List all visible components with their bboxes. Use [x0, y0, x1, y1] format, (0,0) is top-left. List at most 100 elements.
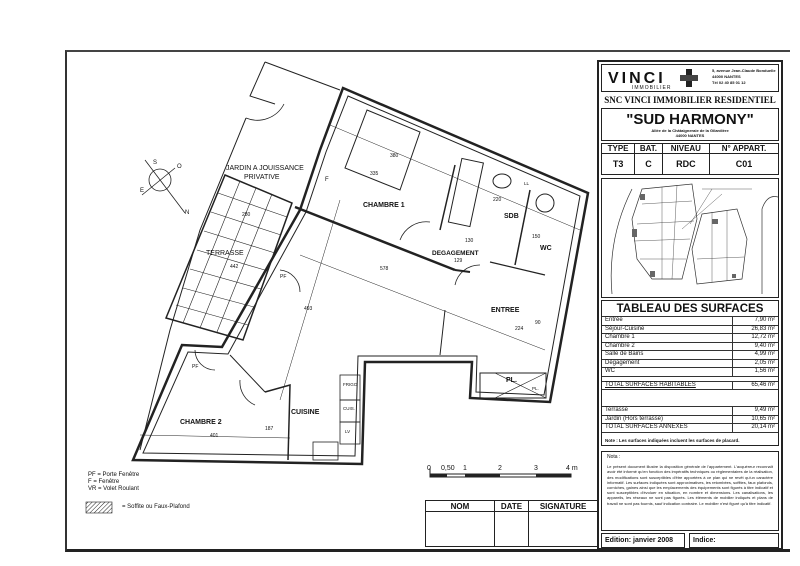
- surface-room-label: Entrée: [602, 317, 733, 325]
- header-niveau: NIVEAU: [661, 143, 711, 154]
- compass-e: E: [140, 188, 144, 194]
- address-line: Tél 02 40 85 01 12: [712, 80, 746, 85]
- value-bat: C: [634, 153, 663, 175]
- room-label-cuisine: CUISINE: [291, 409, 320, 416]
- surface-room-value: 1,56 m²: [754, 368, 775, 374]
- total-habitables-label: TOTAL SURFACES HABITABLES: [602, 381, 733, 389]
- surface-room-value: 2,05 m²: [754, 359, 775, 366]
- surface-room-value: 12,72 m²: [751, 334, 775, 340]
- surface-row: Jardin (Hors terrasse) 10,65 m²: [602, 415, 778, 424]
- surface-room-label: Jardin (Hors terrasse): [602, 415, 733, 423]
- dim-578: 578: [380, 266, 389, 272]
- surface-room-value: 26,83 m²: [751, 325, 775, 332]
- label-cuisson: CUIS.: [343, 406, 355, 411]
- floor-plan: S O E N JARDIN A JOUISSANCE PRIVATIVE TE…: [85, 61, 590, 514]
- note-text: Le présent document illustre la disposit…: [607, 464, 773, 506]
- room-label-chambre-1: CHAMBRE 1: [363, 202, 405, 209]
- legend-f: F = Fenêtre: [88, 479, 120, 485]
- surface-room-value: 4,99 m²: [754, 351, 775, 357]
- room-label-jardin-2: PRIVATIVE: [244, 174, 280, 181]
- programme-name: "SUD HARMONY": [626, 111, 754, 128]
- legend-soffite: = Soffite ou Faux-Plafond: [122, 504, 190, 510]
- address-line: 5, avenue Jean-Claude Bonduelle: [712, 68, 776, 73]
- sig-nom-cell[interactable]: [425, 511, 495, 547]
- surfaces-title: TABLEAU DES SURFACES: [616, 303, 764, 315]
- dim-401: 401: [210, 433, 219, 439]
- total-habitables-value: 65,46 m²: [751, 381, 775, 388]
- compass-o: O: [177, 164, 182, 170]
- room-label-sdb: SDB: [504, 213, 519, 220]
- dim-493: 493: [304, 306, 313, 312]
- scale-tick-0: 0: [427, 465, 431, 472]
- value-appart: C01: [709, 153, 779, 175]
- dim-220: 220: [493, 197, 502, 203]
- legal-note: Nota : Le présent document illustre la d…: [601, 451, 779, 531]
- surface-row: Séjour-Cuisine 26,83 m²: [602, 325, 778, 334]
- sig-signature-cell[interactable]: [528, 511, 598, 547]
- logo-box: VINCI IMMOBILIER 5, avenue Jean-Claude B…: [601, 64, 779, 92]
- label-lave-vaisselle: LV: [345, 429, 350, 434]
- surface-room-value: 10,65 m²: [751, 415, 775, 422]
- label-porte-fenetre-2: PF: [192, 364, 198, 370]
- dim-380: 380: [390, 153, 399, 159]
- programme-box: "SUD HARMONY" Allée de la Châtaigneraie …: [601, 108, 779, 141]
- vinci-cross-icon: [680, 69, 698, 87]
- site-plan: [601, 178, 779, 298]
- total-annexes-label: TOTAL SURFACES ANNEXES: [602, 424, 733, 432]
- sig-header-nom: NOM: [425, 500, 495, 512]
- surface-row: Entrée 7,90 m²: [602, 317, 778, 326]
- header-bat: BAT.: [634, 143, 663, 154]
- header-appart: N° APPART.: [709, 143, 779, 154]
- title-block: VINCI IMMOBILIER 5, avenue Jean-Claude B…: [597, 60, 783, 550]
- surface-room-label: Chambre 1: [602, 334, 733, 342]
- scale-tick-2: 2: [498, 465, 502, 472]
- apartment-type-table: TYPE BAT. NIVEAU N° APPART. T3 C RDC C01: [600, 143, 779, 175]
- surface-room-value: 9,49 m²: [754, 407, 775, 413]
- label-fenetre: F: [325, 177, 329, 183]
- value-type: T3: [600, 153, 636, 175]
- sig-header-date: DATE: [493, 500, 530, 512]
- surface-room-label: Terrasse: [602, 407, 733, 415]
- garden-outline: [264, 61, 341, 91]
- scale-tick-050: 0,50: [441, 465, 455, 472]
- room-label-terrasse: TERRASSE: [206, 250, 244, 257]
- dim-442: 442: [230, 264, 239, 270]
- room-label-wc: WC: [540, 245, 552, 252]
- label-lave-linge: LL: [524, 181, 530, 186]
- surface-room-label: Dégagement: [602, 359, 733, 367]
- sig-date-cell[interactable]: [493, 511, 530, 547]
- surfaces-table: TABLEAU DES SURFACES Entrée 7,90 m² Séjour…: [601, 300, 779, 446]
- signature-table: NOM DATE SIGNATURE: [425, 500, 598, 547]
- north-arrow: [141, 159, 186, 214]
- scale-tick-1: 1: [463, 465, 467, 472]
- programme-address: Allée de la Châtaigneraie de la Gilardiè…: [651, 128, 729, 133]
- surface-room-value: 7,90 m²: [754, 317, 775, 323]
- surfaces-note: Note : Les surfaces indiquées incluent l…: [605, 437, 740, 443]
- dim-280: 280: [242, 212, 251, 218]
- dim-187: 187: [265, 426, 274, 432]
- scale-tick-3: 3: [534, 465, 538, 472]
- vinci-logo-sub: IMMOBILIER: [632, 85, 672, 91]
- compass-s: S: [153, 160, 157, 166]
- vinci-logo: VINCI: [608, 70, 666, 87]
- scale-bar: [429, 468, 572, 478]
- surface-row: Chambre 1 12,72 m²: [602, 334, 778, 343]
- edition-label: Edition: janvier 2008: [601, 533, 685, 548]
- room-label-chambre-2: CHAMBRE 2: [180, 419, 222, 426]
- dim-129: 129: [454, 258, 463, 264]
- scale-tick-4m: 4 m: [566, 465, 578, 472]
- surfaces-room-rows: Entrée 7,90 m² Séjour-Cuisine 26,83 m² Chamb…: [602, 316, 778, 377]
- surface-row: Terrasse 9,49 m²: [602, 407, 778, 416]
- label-frigo: FRIGO: [343, 382, 358, 387]
- dim-224: 224: [515, 326, 524, 332]
- sig-header-signature: SIGNATURE: [528, 500, 598, 512]
- dim-150: 150: [532, 234, 541, 240]
- surface-room-label: Séjour-Cuisine: [602, 325, 733, 333]
- dim-130: 130: [465, 238, 474, 244]
- room-label-placard-small: PL.: [532, 386, 539, 391]
- surface-room-value: 9,40 m²: [754, 342, 775, 349]
- note-title: Nota :: [607, 454, 621, 460]
- address-line: 44000 NANTES: [712, 74, 741, 79]
